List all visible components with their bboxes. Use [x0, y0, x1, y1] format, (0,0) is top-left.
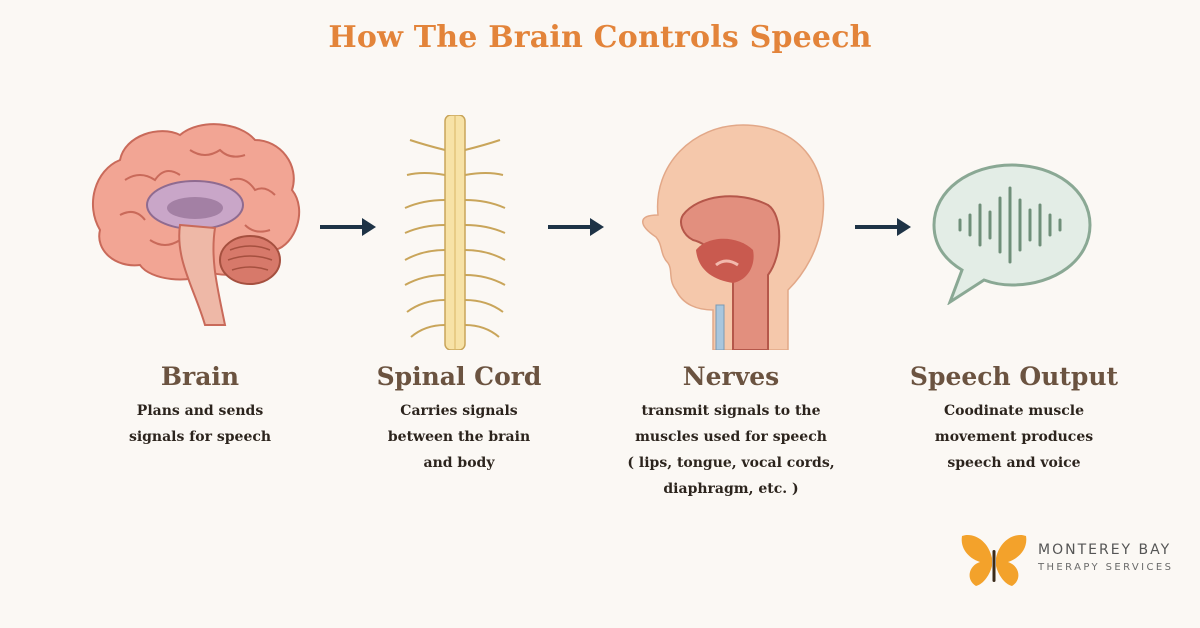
page-title: How The Brain Controls Speech: [328, 20, 872, 55]
head-profile-icon: [642, 124, 825, 350]
speech-bubble-icon: [932, 163, 1092, 305]
step-title-brain: Brain: [160, 362, 240, 391]
step-title-speech-output: Speech Output: [909, 362, 1119, 391]
step-desc-line: Coodinate muscle: [943, 403, 1085, 419]
brain-icon: [91, 123, 301, 326]
step-desc-nerves: transmit signals to the muscles used for…: [601, 398, 861, 502]
step-desc-line: Carries signals: [400, 403, 518, 419]
step-desc-line: ( lips, tongue, vocal cords,: [627, 455, 835, 471]
step-title-spinal-cord: Spinal Cord: [376, 362, 542, 391]
step-desc-line: and body: [423, 455, 495, 471]
step-desc-brain: Plans and sends signals for speech: [70, 398, 330, 450]
step-desc-line: muscles used for speech: [635, 429, 827, 445]
arrow-right-icon: [320, 218, 376, 236]
logo-subtitle: THERAPY SERVICES: [1038, 562, 1174, 573]
spinal-cord-icon: [404, 115, 506, 350]
arrow-right-icon: [548, 218, 604, 236]
step-desc-line: movement produces: [934, 429, 1094, 445]
step-desc-speech-output: Coodinate muscle movement produces speec…: [884, 398, 1144, 476]
step-desc-line: transmit signals to the: [641, 403, 821, 419]
logo-name: MONTEREY BAY: [1038, 542, 1172, 558]
step-desc-line: signals for speech: [128, 429, 272, 445]
step-desc-line: diaphragm, etc. ): [663, 481, 799, 497]
step-desc-line: Plans and sends: [136, 403, 264, 419]
step-desc-line: speech and voice: [947, 455, 1081, 471]
step-title-nerves: Nerves: [682, 362, 780, 391]
step-desc-spinal-cord: Carries signals between the brain and bo…: [329, 398, 589, 476]
arrow-right-icon: [855, 218, 911, 236]
step-desc-line: between the brain: [387, 429, 531, 445]
butterfly-icon: [961, 534, 1027, 586]
company-logo: MONTEREY BAY THERAPY SERVICES: [950, 520, 1180, 600]
